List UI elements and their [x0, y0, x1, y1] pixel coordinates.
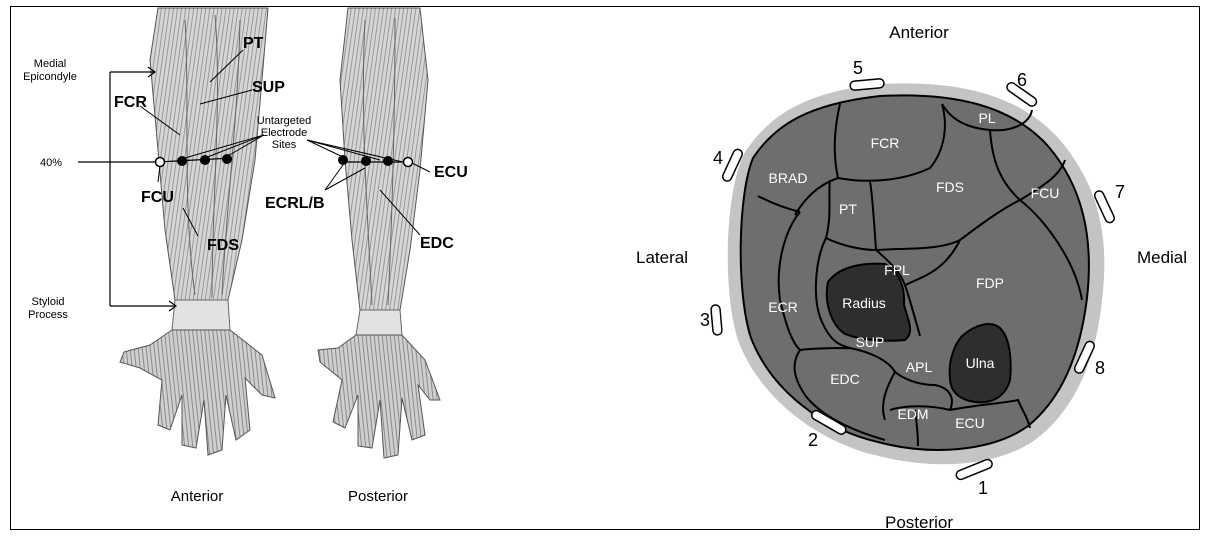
label-styloid-2: Process — [28, 309, 68, 321]
label-sup: SUP — [252, 79, 285, 96]
electrode-label-6: 6 — [1017, 70, 1027, 90]
electrode-3 — [711, 305, 723, 336]
electrode-label-3: 3 — [700, 310, 710, 330]
label-untargeted-2: Electrode — [261, 127, 307, 139]
muscle-area — [741, 95, 1089, 450]
bone-radius-label: Radius — [842, 295, 886, 311]
orientation-lateral: Lateral — [636, 248, 688, 267]
muscle-fdp: FDP — [976, 275, 1004, 291]
posterior-forearm-illustration — [318, 8, 440, 458]
label-styloid-1: Styloid — [31, 296, 64, 308]
label-pt: PT — [243, 35, 264, 52]
muscle-fcr: FCR — [871, 135, 900, 151]
muscle-pt: PT — [839, 201, 857, 217]
label-ecu: ECU — [434, 164, 468, 181]
electrode-label-7: 7 — [1115, 182, 1125, 202]
electrode-label-5: 5 — [853, 58, 863, 78]
caption-anterior: Anterior — [171, 488, 224, 505]
label-fcr: FCR — [114, 94, 147, 111]
label-fcu: FCU — [141, 189, 174, 206]
electrode-label-2: 2 — [808, 430, 818, 450]
label-medial-epicondyle-1: Medial — [34, 58, 66, 70]
muscle-brad: BRAD — [769, 170, 808, 186]
muscle-edm: EDM — [897, 406, 928, 422]
muscle-pl: PL — [978, 110, 995, 126]
orientation-medial: Medial — [1137, 248, 1187, 267]
caption-posterior: Posterior — [348, 488, 408, 505]
muscle-fds: FDS — [936, 179, 964, 195]
electrode-5 — [850, 79, 885, 91]
label-percent: 40% — [40, 157, 62, 169]
label-ecrl-b: ECRL/B — [265, 195, 325, 212]
label-fds: FDS — [207, 237, 239, 254]
muscle-sup: SUP — [856, 334, 885, 350]
bone-ulna-label: Ulna — [966, 355, 995, 371]
muscle-ecu: ECU — [955, 415, 985, 431]
label-untargeted-3: Sites — [272, 139, 297, 151]
anterior-forearm-illustration — [120, 8, 275, 455]
muscle-fcu: FCU — [1031, 185, 1060, 201]
electrode-label-1: 1 — [978, 478, 988, 498]
orientation-anterior: Anterior — [889, 23, 949, 42]
electrode-label-4: 4 — [713, 148, 723, 168]
orientation-posterior: Posterior — [885, 513, 953, 532]
muscle-fpl: FPL — [884, 262, 910, 278]
label-edc-left: EDC — [420, 235, 454, 252]
label-untargeted-1: Untargeted — [257, 115, 311, 127]
electrode-label-8: 8 — [1095, 358, 1105, 378]
muscle-edc: EDC — [830, 371, 860, 387]
muscle-apl: APL — [906, 359, 933, 375]
label-medial-epicondyle-2: Epicondyle — [23, 71, 77, 83]
muscle-ecr: ECR — [768, 299, 798, 315]
